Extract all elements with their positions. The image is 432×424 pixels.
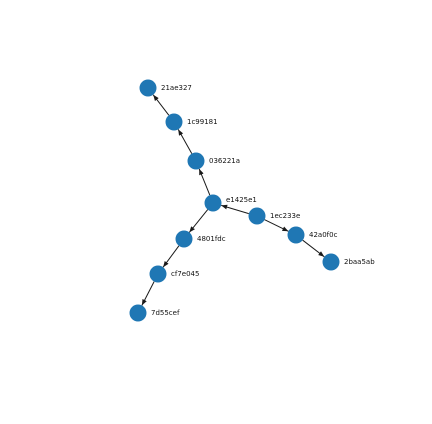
node-marker[interactable] [248,207,266,225]
graph-node-7d55cef[interactable]: 7d55cef [129,304,180,322]
node-label: cf7e045 [171,270,199,278]
graph-node-cf7e045[interactable]: cf7e045 [149,265,200,283]
node-marker[interactable] [149,265,167,283]
edge-e1425e1-to-036221a [198,168,211,196]
node-marker[interactable] [165,113,183,131]
node-marker[interactable] [287,226,305,244]
edge-1ec233e-to-e1425e1 [221,204,249,215]
nodes: 21ae327 1c99181 036221a e1425e1 1ec233e 42a0f… [129,79,376,322]
edge-42a0f0c-to-2baa5ab [302,239,325,258]
graph-node-4801fdc[interactable]: 4801fdc [175,230,226,248]
node-marker[interactable] [204,194,222,212]
graph-node-1c99181[interactable]: 1c99181 [165,113,218,131]
node-label: 1ec233e [270,212,300,220]
edge-1c99181-to-21ae327 [152,94,170,116]
edge-036221a-to-1c99181 [177,129,193,154]
edges [141,94,325,306]
graph-node-2baa5ab[interactable]: 2baa5ab [322,253,376,271]
node-marker[interactable] [139,79,157,97]
edge-1ec233e-to-42a0f0c [264,219,289,232]
node-marker[interactable] [322,253,340,271]
graph-node-42a0f0c[interactable]: 42a0f0c [287,226,338,244]
edge-e1425e1-to-4801fdc [188,209,209,233]
edge-cf7e045-to-7d55cef [141,281,155,306]
node-label: e1425e1 [226,196,257,204]
node-marker[interactable] [129,304,147,322]
node-marker[interactable] [187,152,205,170]
graph-node-e1425e1[interactable]: e1425e1 [204,194,257,212]
graph-node-21ae327[interactable]: 21ae327 [139,79,192,97]
node-label: 7d55cef [151,309,180,317]
node-label: 42a0f0c [309,231,338,239]
node-marker[interactable] [175,230,193,248]
node-label: 4801fdc [197,235,226,243]
graph-node-1ec233e[interactable]: 1ec233e [248,207,301,225]
graph-node-036221a[interactable]: 036221a [187,152,241,170]
edge-4801fdc-to-cf7e045 [162,245,180,268]
node-label: 036221a [209,157,240,165]
node-label: 2baa5ab [344,258,375,266]
node-label: 1c99181 [187,118,218,126]
node-label: 21ae327 [161,84,192,92]
